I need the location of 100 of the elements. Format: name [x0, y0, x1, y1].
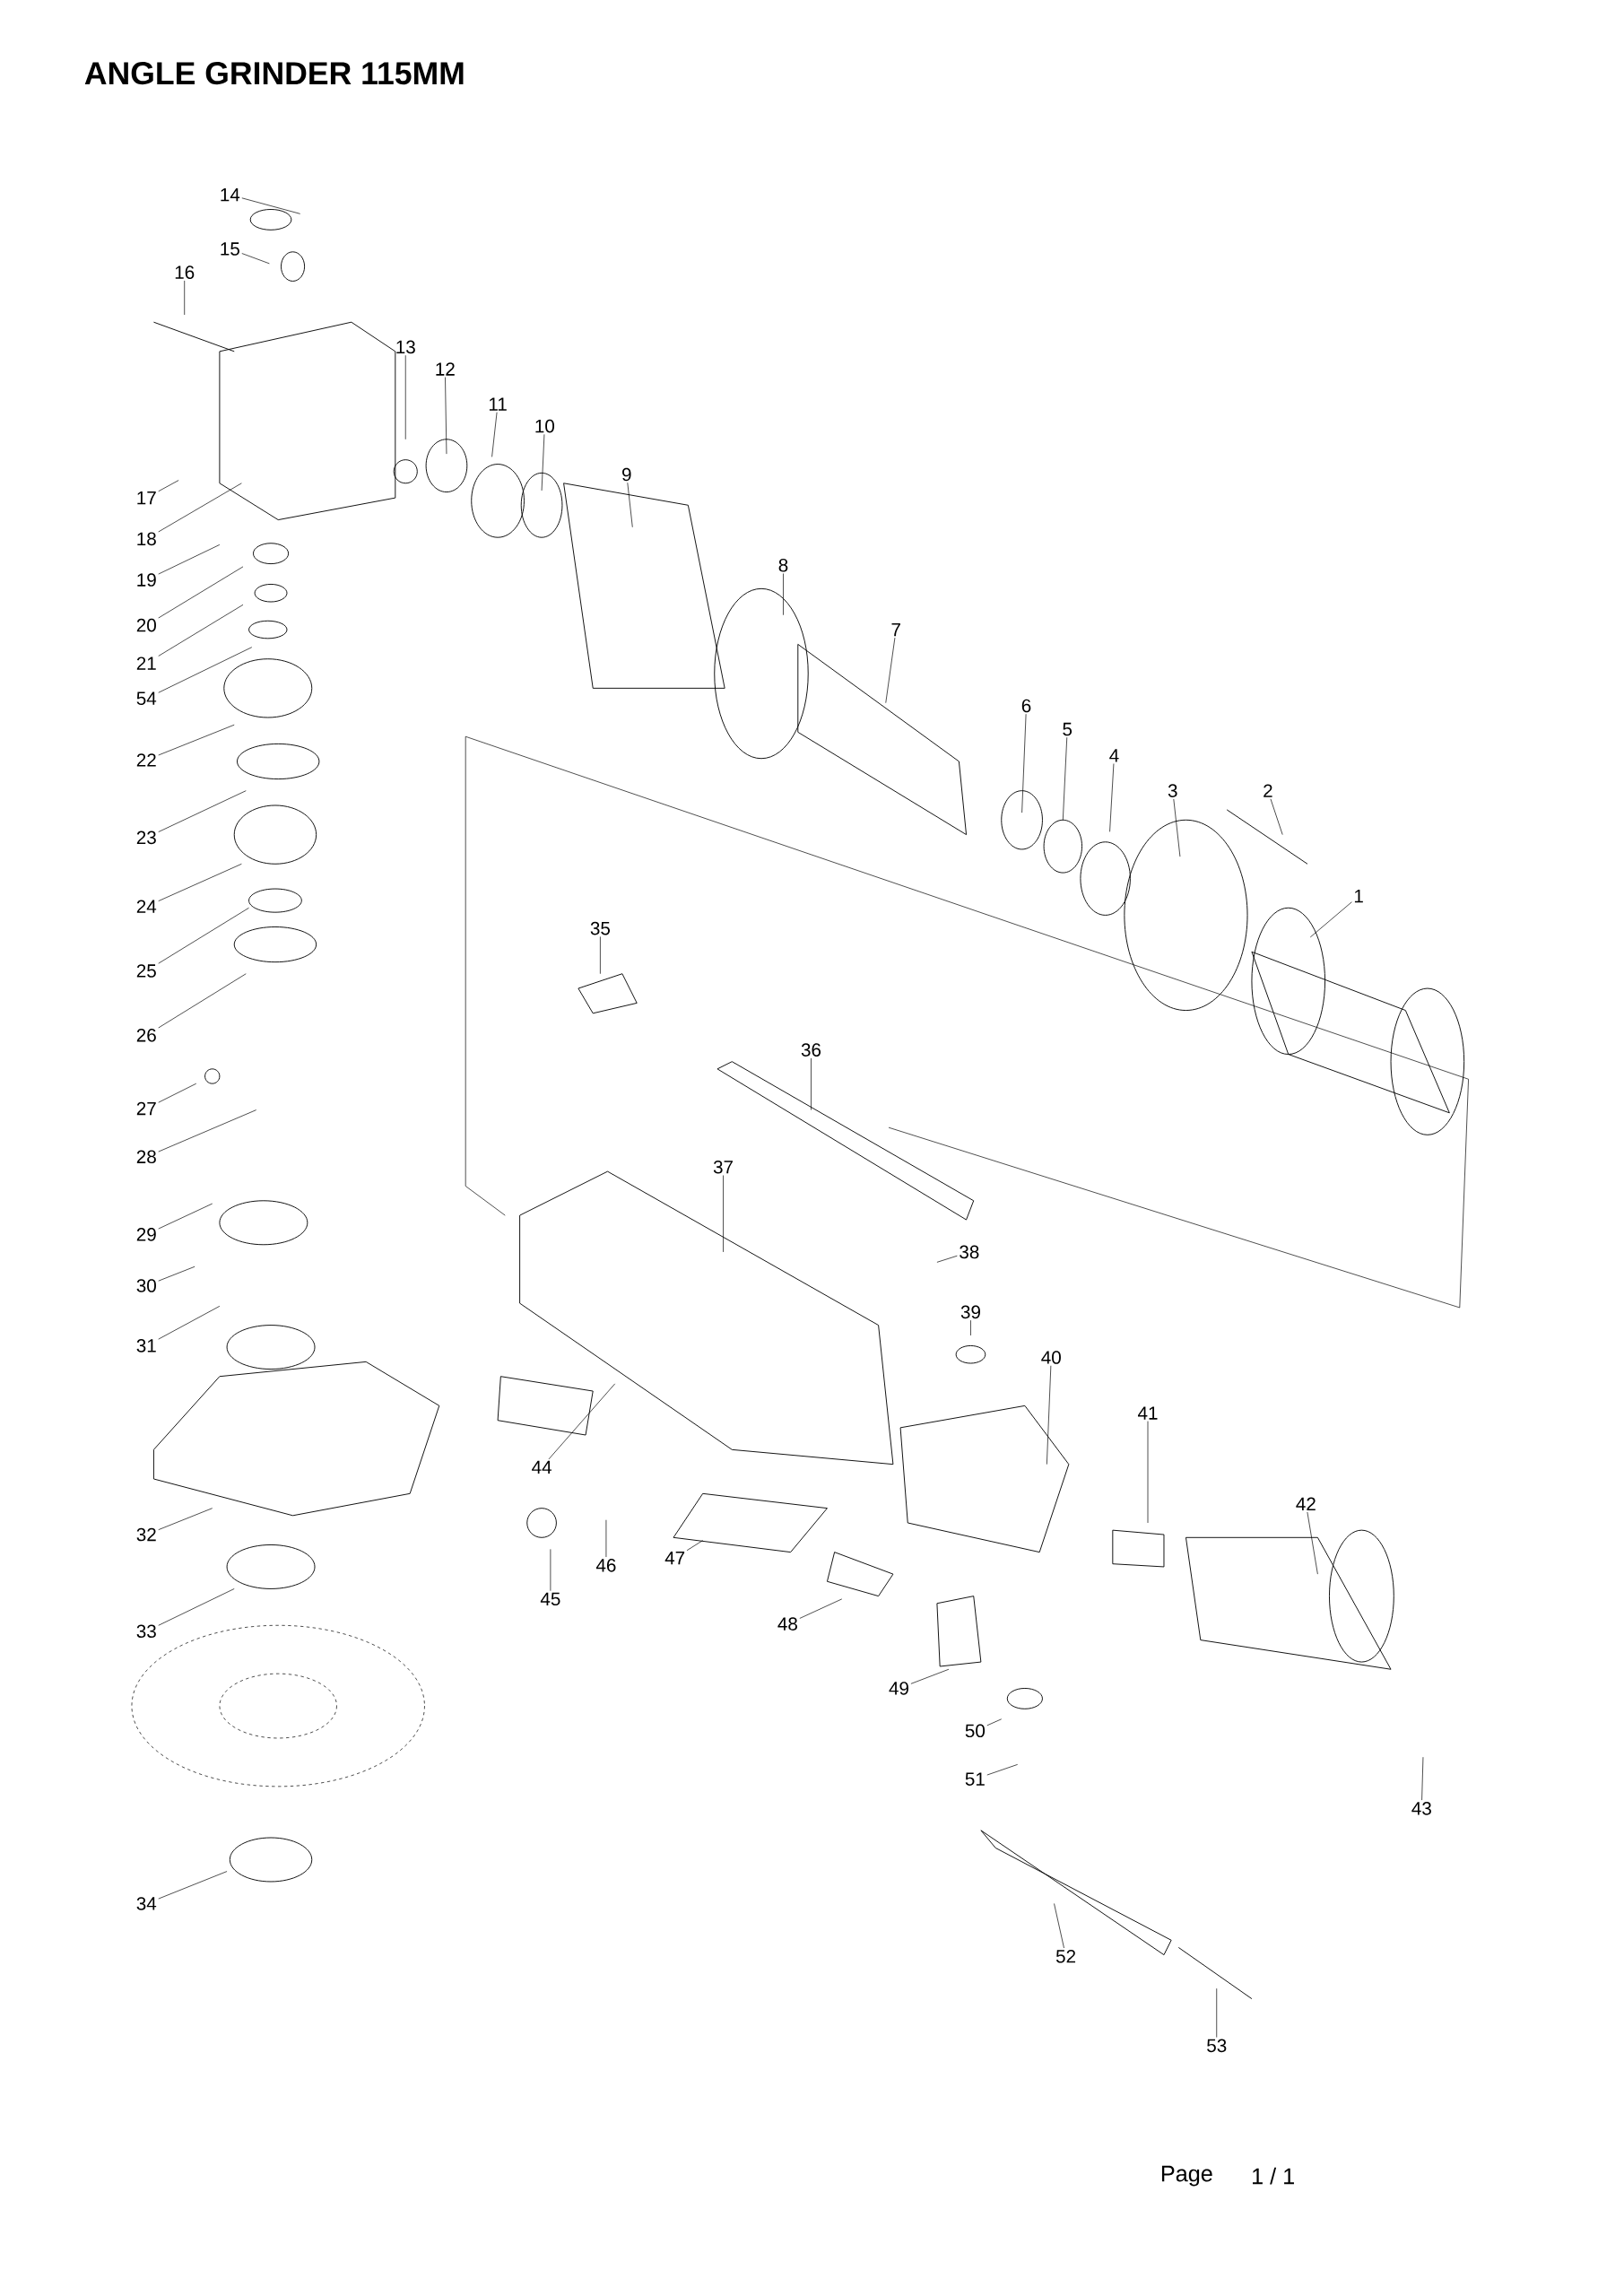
- leader-line: [158, 604, 244, 657]
- leader-line: [1109, 763, 1115, 832]
- callout-number: 54: [136, 691, 157, 705]
- leader-line: [158, 647, 253, 693]
- leader-line: [783, 573, 784, 616]
- callout-number: 7: [891, 622, 901, 637]
- leader-line: [970, 1319, 971, 1336]
- leader-line: [158, 724, 235, 756]
- callout-number: 10: [535, 419, 555, 433]
- leader-line: [885, 637, 896, 704]
- leader-line: [550, 1549, 551, 1592]
- callout-number: 15: [221, 242, 240, 256]
- leader-line: [158, 863, 242, 901]
- callout-number: 36: [802, 1043, 821, 1057]
- callout-number: 47: [664, 1552, 685, 1565]
- leader-line: [184, 280, 186, 316]
- page-number: Page: [1162, 2165, 1212, 2187]
- leader-line: [158, 1203, 213, 1230]
- callout-number: 5: [1063, 722, 1073, 736]
- callout-number: 16: [176, 265, 195, 279]
- leader-line: [548, 1383, 616, 1460]
- leader-line: [1307, 1511, 1318, 1575]
- callout-number: 51: [965, 1772, 985, 1786]
- callout-number: 49: [889, 1682, 909, 1695]
- leader-line: [1054, 1903, 1065, 1949]
- callout-number: 2: [1264, 784, 1272, 797]
- callout-number: 41: [1138, 1406, 1158, 1420]
- callout-number: 30: [136, 1279, 157, 1292]
- callout-number: 31: [136, 1339, 156, 1352]
- callout-number: 9: [622, 467, 631, 482]
- callout-number: 53: [1207, 2039, 1227, 2053]
- leader-line: [445, 377, 447, 455]
- leader-line: [158, 790, 247, 832]
- callout-number: 39: [960, 1305, 981, 1319]
- callout-number: 48: [777, 1617, 798, 1631]
- leader-line: [811, 1057, 812, 1110]
- leader-line: [241, 253, 270, 265]
- leader-line: [936, 1255, 958, 1263]
- callout-number: 19: [137, 573, 156, 587]
- leader-line: [600, 936, 601, 975]
- leader-line: [158, 973, 247, 1029]
- leader-line: [605, 1519, 607, 1558]
- callout-number: 25: [137, 964, 157, 978]
- leader-line: [910, 1668, 950, 1684]
- leader-line: [627, 482, 633, 528]
- leader-line: [158, 544, 221, 575]
- callout-number: 52: [1056, 1949, 1076, 1963]
- callout-number: 50: [965, 1724, 986, 1738]
- leader-line: [986, 1764, 1019, 1776]
- callout-number: 42: [1296, 1497, 1316, 1510]
- callout-number: 34: [136, 1897, 157, 1910]
- leader-line: [158, 1306, 221, 1340]
- leader-line: [1063, 736, 1068, 821]
- leader-line: [241, 197, 301, 214]
- callout-number: 43: [1411, 1802, 1432, 1815]
- callout-number: 20: [137, 618, 157, 632]
- leader-line: [686, 1540, 704, 1551]
- leader-line: [491, 412, 498, 457]
- callout-number: 18: [137, 532, 157, 546]
- callout-number: 22: [137, 753, 156, 767]
- leader-line: [158, 566, 244, 619]
- callout-number: 46: [596, 1559, 616, 1572]
- leader-line: [158, 1083, 197, 1103]
- leader-line: [1021, 713, 1027, 813]
- leader-line: [1173, 798, 1181, 857]
- leader-line: [1046, 1365, 1052, 1465]
- leader-line: [1270, 798, 1283, 835]
- leader-line: [158, 1588, 235, 1626]
- leader-line: [158, 1871, 228, 1900]
- callout-number: 6: [1022, 699, 1031, 713]
- leader-line: [986, 1718, 1003, 1726]
- leader-line: [1421, 1756, 1424, 1801]
- callout-number: 33: [136, 1624, 157, 1639]
- leader-line: [158, 1508, 213, 1530]
- leader-line: [158, 1265, 195, 1282]
- callout-number: 40: [1041, 1351, 1062, 1364]
- leader-line: [158, 483, 242, 533]
- callout-number: 28: [137, 1150, 157, 1164]
- callout-number: 38: [960, 1245, 979, 1259]
- leader-line: [158, 907, 250, 964]
- callout-number: 23: [137, 831, 157, 845]
- callout-number: 27: [137, 1101, 156, 1116]
- callout-number: 21: [137, 657, 156, 670]
- callout-number: 26: [137, 1029, 157, 1042]
- callout-number: 17: [137, 491, 156, 505]
- leader-line: [158, 1109, 257, 1152]
- callout-number: 44: [532, 1460, 552, 1474]
- callout-number: 4: [1109, 749, 1119, 762]
- leader-line: [1216, 1987, 1218, 2038]
- callout-number: 1: [1355, 890, 1364, 903]
- callout-number: 12: [436, 362, 455, 376]
- page-number: 1 / 1: [1253, 2167, 1295, 2185]
- leader-line: [405, 354, 406, 440]
- leader-line: [541, 434, 545, 491]
- callout-number: 24: [137, 900, 157, 913]
- callout-number: 14: [221, 188, 240, 202]
- callout-number: 8: [778, 558, 788, 572]
- callout-number: 37: [714, 1160, 734, 1174]
- leader-line: [1310, 901, 1352, 938]
- callout-number: 45: [541, 1592, 560, 1606]
